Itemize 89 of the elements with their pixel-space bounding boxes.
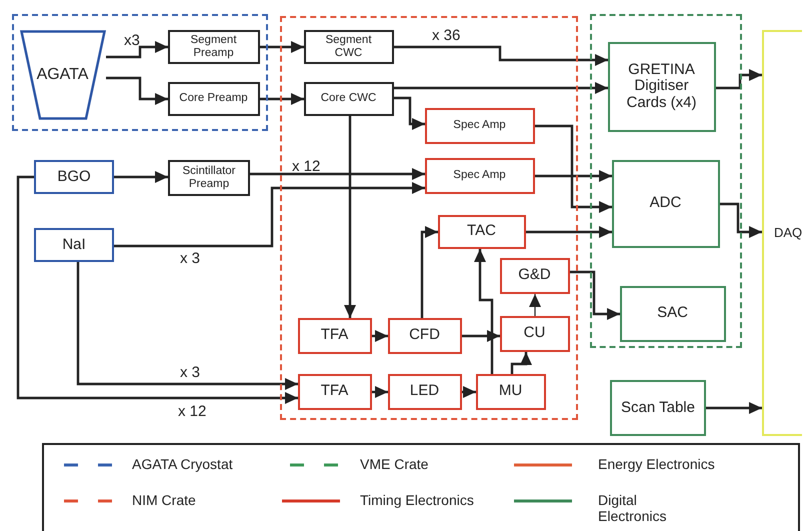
arrow [114, 182, 425, 248]
legend-label: Digital Electronics [598, 492, 668, 524]
arrow [570, 270, 620, 320]
process-box [388, 318, 462, 354]
node-label: Core CWC [320, 92, 378, 105]
legend-label: AGATA Cryostat [132, 456, 233, 472]
edge-label: x3 [124, 32, 140, 49]
process-box [424, 158, 534, 194]
process-box [610, 380, 706, 436]
node-label: LED [410, 383, 440, 400]
node-label: TFA [320, 383, 348, 400]
legend-label: Timing Electronics [360, 492, 474, 508]
node-label: CFD [409, 327, 440, 344]
process-box [168, 82, 260, 116]
arrow [76, 262, 298, 390]
node-label: DAQ [774, 226, 800, 240]
process-box [298, 318, 372, 354]
arrow [535, 124, 612, 213]
arrow [510, 352, 532, 374]
arrow [474, 249, 494, 374]
node-label: TAC [467, 223, 496, 240]
node-label: GRETINA Digitiser Cards (x4) [625, 62, 698, 112]
arrow [16, 176, 298, 404]
node-label: Spec Amp [452, 119, 507, 132]
arrow [529, 294, 541, 316]
process-box [304, 82, 394, 116]
arrow [394, 46, 608, 66]
edge-label: x 12 [178, 403, 206, 420]
edge-label: x 12 [292, 158, 320, 175]
arrow [106, 41, 168, 58]
node-label: Scan Table [620, 400, 696, 416]
arrow [462, 330, 500, 342]
process-box [500, 316, 570, 352]
daq-box [762, 30, 802, 436]
detector-trapezoid [20, 30, 106, 120]
arrow [720, 202, 762, 238]
node-label: G&D [518, 267, 551, 284]
arrow [344, 116, 356, 318]
legend-label: Energy Electronics [598, 456, 715, 472]
process-box [424, 108, 534, 144]
arrow [106, 76, 168, 105]
arrow [260, 93, 304, 105]
process-box [298, 374, 372, 410]
dashed-group-box [12, 14, 268, 131]
edge-label: x 36 [432, 27, 460, 44]
dashed-group-box [590, 14, 742, 348]
node-label: BGO [57, 168, 91, 186]
process-box [168, 160, 250, 196]
arrow [260, 41, 304, 53]
node-label: MU [498, 383, 522, 400]
arrow [716, 69, 762, 90]
node-label: CU [524, 325, 546, 342]
process-box [34, 160, 114, 194]
process-box [620, 286, 726, 342]
process-box [34, 228, 114, 262]
process-box [500, 258, 570, 294]
arrow [420, 226, 438, 318]
legend-label: NIM Crate [132, 492, 196, 508]
arrow [372, 386, 388, 398]
process-box [476, 374, 546, 410]
arrow [250, 168, 425, 180]
arrow [372, 330, 388, 342]
arrow [462, 386, 476, 398]
node-label: Core Preamp [178, 92, 249, 105]
arrow [535, 170, 612, 182]
process-box [388, 374, 462, 410]
node-label: AGATA [36, 66, 88, 84]
node-label: Segment CWC [324, 34, 373, 60]
process-box [304, 30, 394, 64]
process-box [612, 160, 720, 248]
node-label: Segment Preamp [189, 34, 238, 60]
edge-label: x 3 [180, 250, 200, 267]
node-label: Spec Amp [452, 169, 507, 182]
edge-label: x 3 [180, 364, 200, 381]
arrow [394, 82, 608, 94]
process-box [608, 42, 716, 132]
process-box [438, 214, 526, 248]
arrow [526, 226, 612, 238]
arrow [706, 402, 762, 414]
node-label: Scintillator Preamp [181, 165, 237, 191]
node-label: TFA [320, 327, 348, 344]
arrow [394, 96, 425, 130]
node-label: SAC [657, 305, 688, 322]
dashed-group-box [280, 16, 578, 420]
legend-label: VME Crate [360, 456, 428, 472]
arrow [114, 171, 168, 183]
process-box [168, 30, 260, 64]
node-label: ADC [650, 195, 682, 212]
node-label: NaI [62, 236, 86, 254]
